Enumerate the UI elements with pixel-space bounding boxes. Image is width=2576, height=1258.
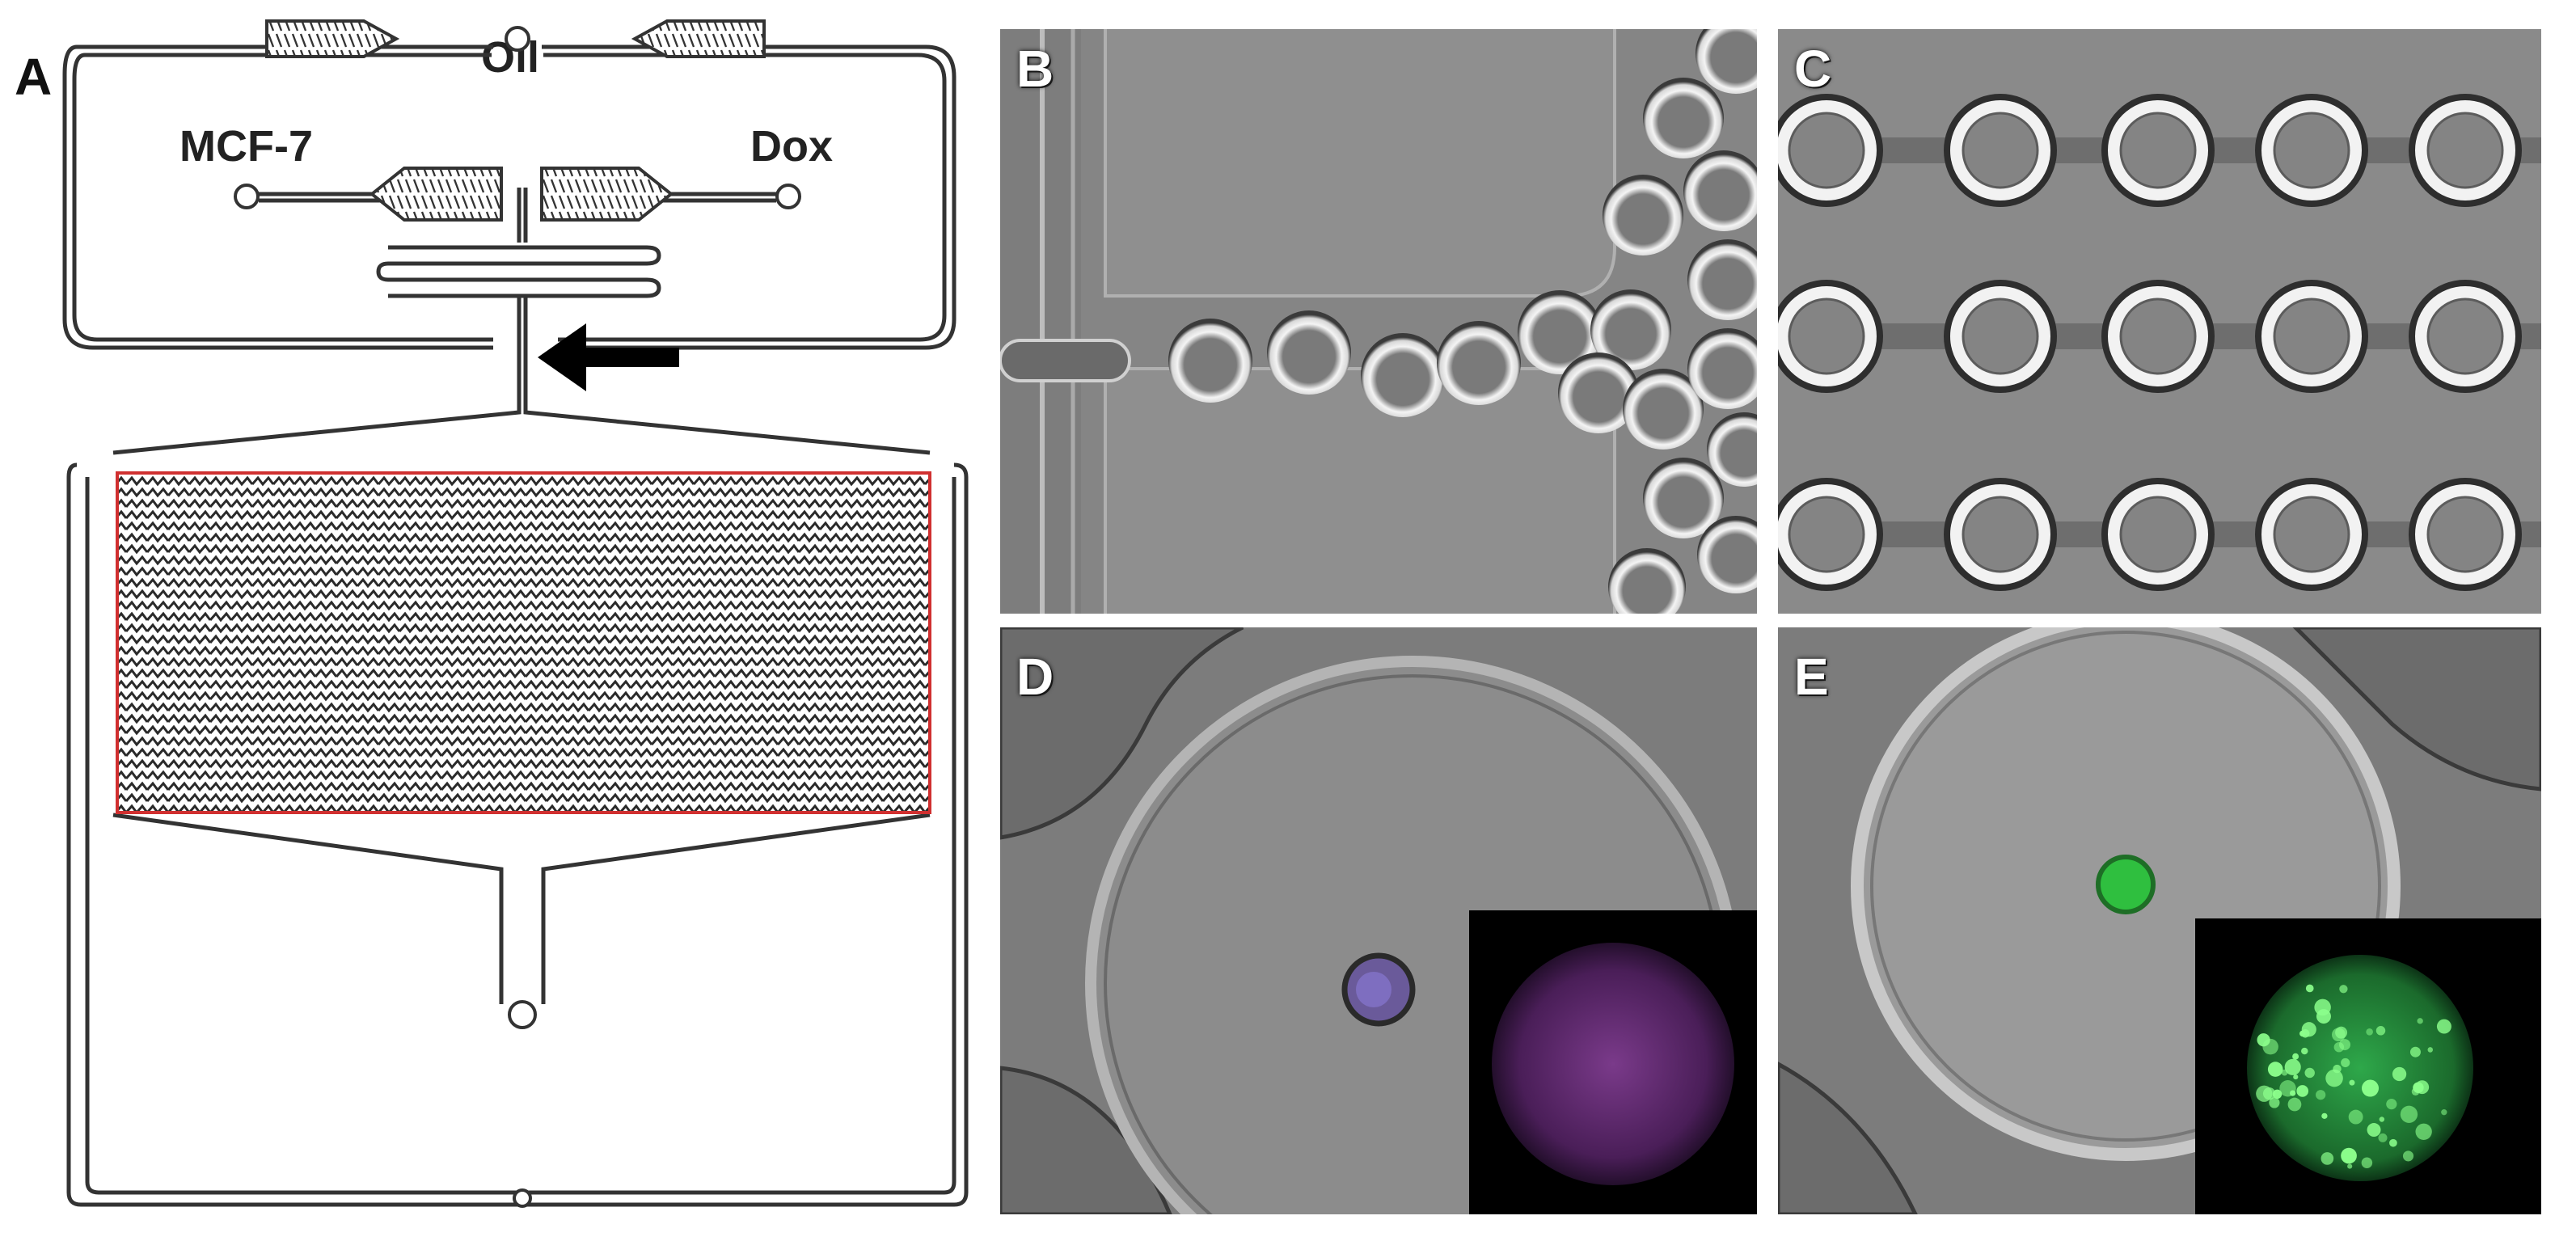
fluorescent-spot	[2347, 1163, 2353, 1169]
fluorescent-spot	[2361, 1079, 2380, 1097]
fluorescent-spot	[2316, 1009, 2331, 1024]
droplet-core	[2273, 496, 2350, 573]
fluorescent-spot	[2386, 1099, 2397, 1110]
chip-schematic	[62, 19, 969, 1208]
droplet-core	[1788, 496, 1865, 573]
fluorescent-spot	[2392, 1066, 2407, 1082]
panel-a-letter: A	[15, 48, 53, 106]
cell-inlet-port	[234, 184, 260, 209]
fluorescent-spot	[2267, 1062, 2283, 1077]
panel-b-image	[1000, 29, 1757, 614]
panel-c: C	[1778, 29, 2541, 614]
fluorescent-spot	[2349, 1079, 2355, 1086]
loop-port	[513, 1188, 532, 1208]
inlet-filters	[265, 19, 766, 222]
fluorescent-spot	[2417, 1018, 2423, 1024]
fluorescent-spot	[2296, 1085, 2309, 1097]
fluorescent-spot	[2361, 1157, 2373, 1169]
fluorescent-spot	[2400, 1105, 2418, 1123]
panel-c-image	[1778, 29, 2541, 614]
droplets-c	[1778, 94, 2522, 591]
fluorescent-spot	[2299, 1030, 2306, 1037]
droplet-core	[2426, 112, 2504, 189]
droplet-core	[2119, 298, 2197, 375]
fluorescent-spot	[2325, 1069, 2343, 1087]
fluorescent-spot	[2292, 1053, 2299, 1060]
fluorescent-spot	[2256, 1085, 2273, 1102]
drug-inlet-port	[775, 184, 801, 209]
fluorescent-spot	[2331, 1028, 2346, 1042]
fluorescent-spot	[2272, 1089, 2283, 1100]
cell-e	[2096, 855, 2156, 914]
panel-b: B	[1000, 29, 1757, 614]
fluorescent-spot	[2389, 1138, 2397, 1147]
panel-a: A Oil MCF-7 Dox	[0, 0, 995, 1258]
fluorescent-spot	[2321, 1112, 2328, 1120]
fluorescent-spot	[2339, 985, 2348, 994]
droplet-core	[1788, 298, 1865, 375]
droplet-core	[2426, 298, 2504, 375]
droplet-core	[1788, 112, 1865, 189]
fluorescent-spot	[2316, 1090, 2326, 1100]
fluorescent-spot	[2367, 1123, 2381, 1138]
droplet-core	[2273, 298, 2350, 375]
fluorescent-spot	[2301, 1047, 2308, 1055]
panel-d-image	[1000, 627, 1757, 1214]
droplet-core	[2119, 496, 2197, 573]
fluorescent-spot	[2333, 1041, 2345, 1053]
fluorescent-spot	[2304, 1067, 2315, 1079]
fluorescent-spot	[2293, 1074, 2299, 1080]
fluorescent-spot	[2367, 1082, 2373, 1088]
droplet-core	[1962, 112, 2039, 189]
fluorescent-spots-e	[2256, 984, 2451, 1169]
droplet-core	[2273, 112, 2350, 189]
drug-inlet-label: Dox	[750, 122, 834, 171]
fluorescent-spot	[2427, 1047, 2434, 1053]
fluorescent-spot	[2257, 1033, 2270, 1047]
fluorescent-spot	[2279, 1080, 2296, 1097]
panel-c-letter: C	[1794, 40, 1832, 98]
panel-d: D	[1000, 627, 1757, 1214]
fluorescent-spot	[2321, 1152, 2334, 1165]
fluorescent-spot	[2441, 1109, 2447, 1116]
fluorescent-spot	[2348, 1109, 2363, 1125]
fluorescent-spot	[2269, 1097, 2280, 1108]
fluorescent-spot	[2284, 1058, 2301, 1075]
fluorescent-spot	[2413, 1082, 2424, 1093]
oil-inlet-port	[505, 26, 530, 52]
droplet-core	[1962, 298, 2039, 375]
fluorescent-spot	[2436, 1019, 2451, 1034]
panel-b-letter: B	[1016, 40, 1054, 98]
fluorescent-spot	[2378, 1133, 2388, 1142]
fluorescent-spot	[2415, 1123, 2432, 1140]
fluorescent-spot	[2402, 1150, 2414, 1162]
panel-e: E	[1778, 627, 2541, 1214]
trap-array	[116, 471, 931, 814]
outlet-port	[508, 1000, 537, 1029]
fluorescent-spot	[2287, 1097, 2302, 1112]
droplet-core	[2426, 496, 2504, 573]
fluorescent-spot	[2409, 1046, 2421, 1057]
fluorescent-spot	[2379, 1117, 2385, 1122]
fluorescent-spot	[2375, 1026, 2386, 1036]
droplet-generator-arrow	[538, 323, 679, 391]
droplet-core	[1962, 496, 2039, 573]
panel-e-letter: E	[1794, 648, 1829, 706]
droplet-core	[2119, 112, 2197, 189]
panel-d-letter: D	[1016, 648, 1054, 706]
fluorescent-spot	[2366, 1028, 2373, 1036]
fluorescent-spot	[2305, 984, 2314, 993]
fluorescent-spot	[2341, 1147, 2357, 1164]
panel-e-image	[1778, 627, 2541, 1214]
fluorescent-spot	[2341, 1057, 2350, 1068]
droplets-b	[1168, 29, 1757, 614]
cell-inlet-label: MCF-7	[179, 122, 313, 171]
